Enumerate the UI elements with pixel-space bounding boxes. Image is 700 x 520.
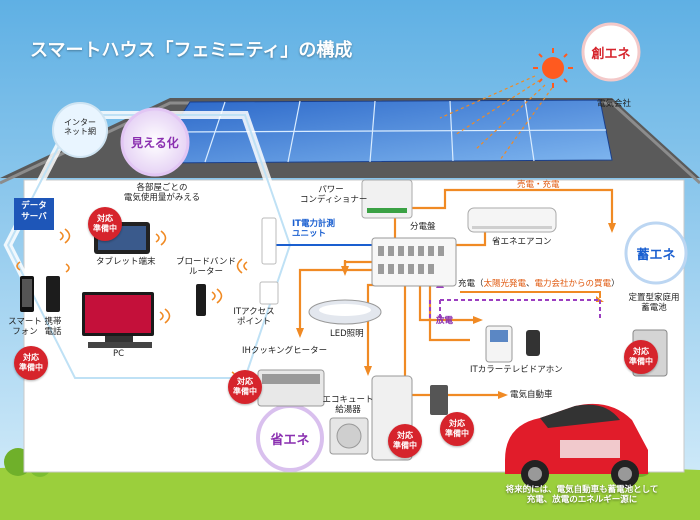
page-title: スマートハウス「フェミニティ」の構成 bbox=[30, 40, 353, 61]
tablet-label: タブレット端末 bbox=[96, 257, 156, 267]
router-device bbox=[196, 284, 206, 316]
power-conditioner-label: パワー コンディショナー bbox=[300, 185, 368, 205]
charge-grid: 電力会社からの買電 bbox=[534, 279, 612, 289]
data-server-label: データ サーバ bbox=[14, 198, 54, 230]
internet-circle bbox=[52, 102, 108, 158]
save-energy-label: 省エネ bbox=[270, 432, 310, 448]
ev-label: 電気自動車 bbox=[510, 390, 553, 400]
pending-badge-battery: 対応 準備中 bbox=[624, 340, 658, 374]
visualize-circle bbox=[120, 107, 190, 177]
create-circle bbox=[581, 22, 641, 82]
per-room-label: 各部屋ごとの 電気使用量がみえる bbox=[123, 183, 201, 203]
pc-label: PC bbox=[113, 349, 125, 359]
smartphone-label: スマート フォン bbox=[8, 317, 42, 337]
internet-label: インター ネット網 bbox=[64, 118, 96, 137]
access-point-device bbox=[261, 217, 277, 265]
access-point-label: ITアクセス ポイント bbox=[233, 307, 275, 327]
pending-badge-phone: 対応 準備中 bbox=[14, 346, 48, 380]
ev-charger bbox=[430, 385, 448, 415]
distribution-board-label: 分電盤 bbox=[410, 222, 436, 232]
mobile-label: 携帯 電話 bbox=[44, 317, 62, 337]
ih-heater-label: IHクッキングヒーター bbox=[242, 346, 328, 356]
distribution-board-box bbox=[371, 237, 457, 287]
visualize-label: 見える化 bbox=[131, 135, 179, 150]
pending-badge-ev: 対応 準備中 bbox=[440, 412, 474, 446]
intercom-label: ITカラーテレビドアホン bbox=[470, 365, 563, 375]
charge-prefix: 充電（ bbox=[458, 279, 484, 289]
sell-charge-label: 売電・充電 bbox=[517, 180, 560, 190]
pending-badge-ih: 対応 準備中 bbox=[228, 370, 262, 404]
footer-note: 将来的には、電気自動車も蓄電池として 充電、放電のエネルギー源に bbox=[505, 485, 659, 505]
mobile-device bbox=[46, 276, 60, 312]
create-energy-label: 創エネ bbox=[591, 46, 631, 62]
it-meter-label: IT電力計測 ユニット bbox=[292, 219, 335, 239]
charge-sep: 、 bbox=[526, 279, 535, 289]
store-circle bbox=[624, 221, 688, 285]
sun-icon bbox=[439, 48, 573, 161]
battery-label: 定置型家庭用 蓄電池 bbox=[628, 293, 680, 313]
air-conditioner-label: 省エネエアコン bbox=[492, 237, 552, 247]
store-energy-label: 蓄エネ bbox=[636, 247, 676, 263]
led-label: LED照明 bbox=[330, 329, 364, 339]
solar-panel-array bbox=[149, 99, 613, 164]
router-label: ブロードバンド ルーター bbox=[176, 257, 236, 277]
ev-car bbox=[505, 403, 648, 488]
ecocute-label: エコキュート 給湯器 bbox=[322, 395, 374, 415]
charge-label: 充電（太陽光発電、電力会社からの買電） bbox=[458, 279, 620, 290]
charge-solar: 太陽光発電 bbox=[483, 279, 527, 289]
pending-badge-tablet: 対応 準備中 bbox=[88, 207, 122, 241]
discharge-label: 放電 bbox=[436, 316, 454, 326]
pending-badge-ecocute: 対応 準備中 bbox=[388, 424, 422, 458]
power-company-label: 電気会社 bbox=[597, 99, 632, 109]
charge-suffix: ） bbox=[611, 279, 620, 289]
